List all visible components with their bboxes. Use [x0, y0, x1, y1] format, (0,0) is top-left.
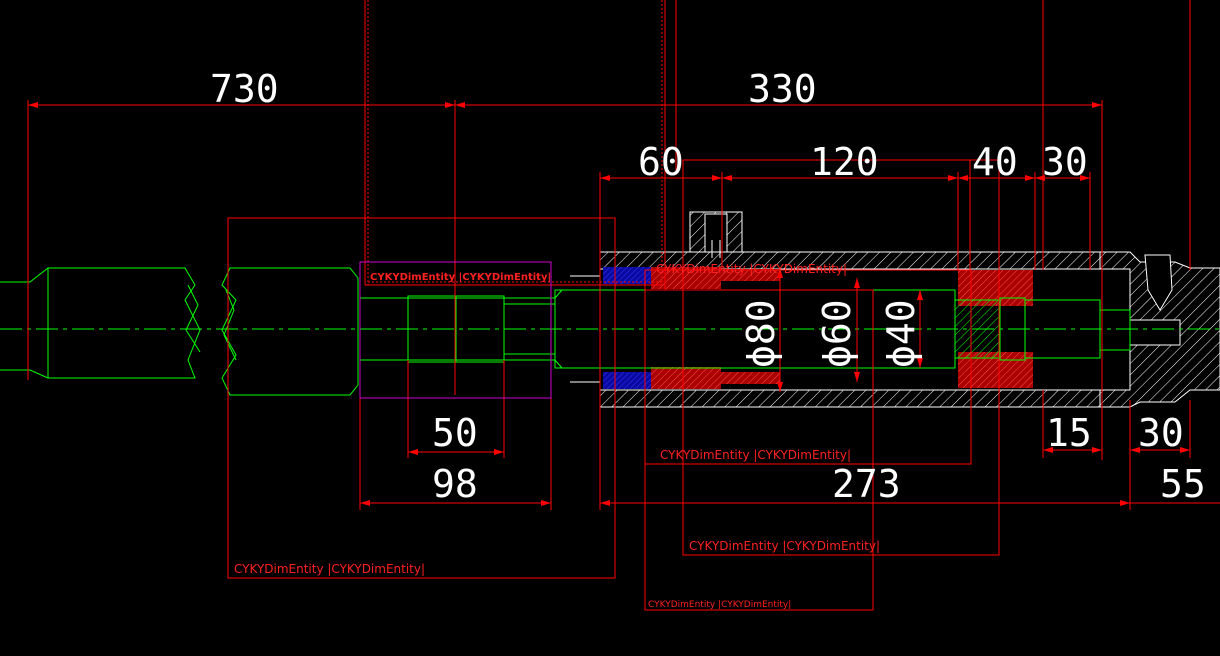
piston-pin [1099, 309, 1131, 351]
entity-label-inner-top[interactable]: CYKYDimEntity |CYKYDimEntity| [656, 262, 847, 276]
left-shaft [0, 267, 556, 396]
diameter-60[interactable]: ϕ60 [815, 299, 859, 368]
diameter-40[interactable]: ϕ40 [879, 299, 923, 368]
dim-60[interactable]: 60 [638, 140, 684, 184]
end-cap-port [1144, 254, 1173, 311]
entity-label-mid[interactable]: CYKYDimEntity |CYKYDimEntity| [660, 448, 851, 462]
shaft-left-piece [0, 267, 201, 379]
entity-label-small[interactable]: CYKYDimEntity |CYKYDimEntity| [648, 600, 791, 610]
dim-15[interactable]: 15 [1046, 411, 1092, 455]
dimension-texts: 730 330 60 120 40 30 50 98 273 15 30 55 [210, 67, 1206, 506]
entity-label-main[interactable]: CYKYDimEntity |CYKYDimEntity| [234, 562, 425, 576]
shaft-right-piece [221, 267, 359, 396]
barrel-bottom-wall [599, 389, 1101, 408]
entity-label-lower[interactable]: CYKYDimEntity |CYKYDimEntity| [689, 539, 880, 553]
seal-blue-top [603, 267, 651, 284]
dim-40[interactable]: 40 [972, 140, 1018, 184]
selection-box[interactable] [359, 261, 552, 399]
dim-730[interactable]: 730 [210, 67, 279, 111]
diameter-texts: ϕ80 ϕ60 ϕ40 [739, 299, 923, 368]
entity-labels: CYKYDimEntity |CYKYDimEntity| CYKYDimEnt… [234, 262, 880, 610]
dim-273[interactable]: 273 [832, 462, 901, 506]
seal-red-mid-bottom [700, 372, 780, 384]
seal-red-mid-top [700, 269, 780, 281]
piston-rod-end [554, 289, 563, 369]
dim-30-bottom[interactable]: 30 [1138, 411, 1184, 455]
dim-98[interactable]: 98 [432, 462, 478, 506]
entity-label-highlighted[interactable]: CYKYDimEntity |CYKYDimEntity| [370, 272, 551, 283]
port-bore [704, 213, 728, 253]
diameter-lines [779, 268, 921, 392]
dimension-lines [27, 0, 1220, 611]
dim-330[interactable]: 330 [748, 67, 817, 111]
dimension-arrows [28, 102, 1190, 506]
cylinder-barrel [599, 211, 1220, 408]
dim-50[interactable]: 50 [432, 411, 478, 455]
seal-blue-bottom [603, 372, 651, 389]
dim-30-top[interactable]: 30 [1042, 140, 1088, 184]
diameter-80[interactable]: ϕ80 [739, 299, 783, 368]
dim-120[interactable]: 120 [810, 140, 879, 184]
dim-55[interactable]: 55 [1160, 462, 1206, 506]
